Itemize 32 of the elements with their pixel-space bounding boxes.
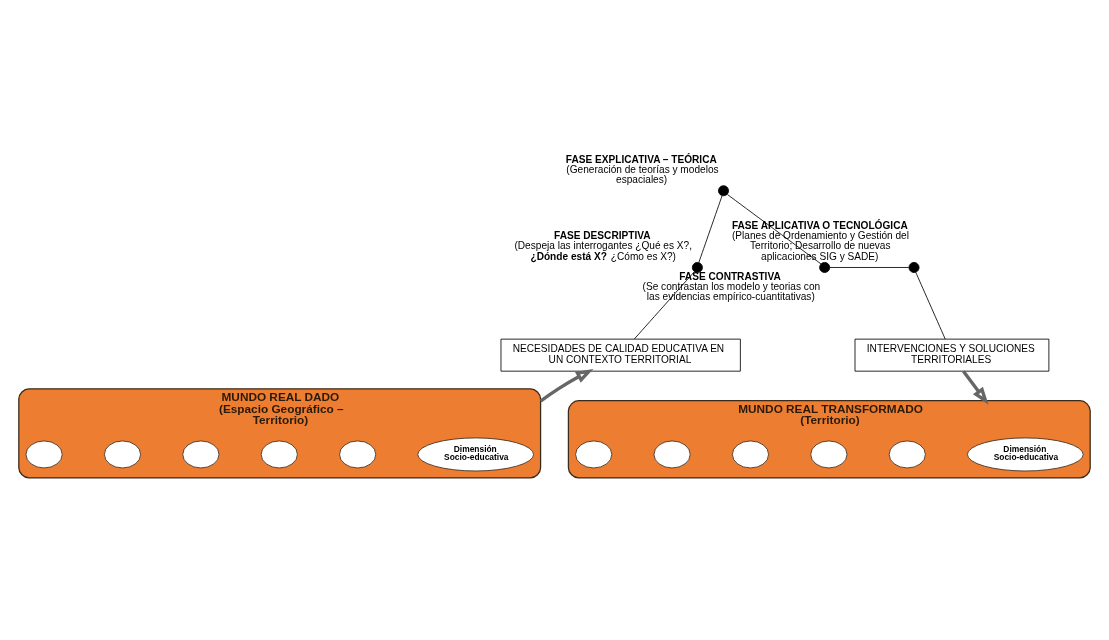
node-circle (260, 440, 298, 469)
node-label: FASE DESCRIPTIVA (554, 230, 651, 242)
node-circle (908, 262, 920, 273)
node-circle (575, 440, 613, 469)
node-circle (25, 440, 63, 469)
connector (726, 194, 822, 265)
arrow (962, 370, 989, 405)
connector (915, 271, 946, 340)
node-circle (103, 440, 142, 469)
node-label: FASE CONTRASTIVA (679, 270, 781, 282)
node-label: (Despeja las interrogantes ¿Qué es X?, ¿Dónde está X? ¿Cómo es X?) (514, 240, 693, 262)
node-circle (731, 440, 770, 469)
connector (634, 271, 695, 340)
node-circle (691, 262, 703, 273)
node-ellipse: Dimensión Socio-educativa (417, 437, 534, 472)
node-label: (Se contrastan los modelo y teorias con las evidencias empírico-cuantitativas) (642, 280, 821, 303)
connector (698, 195, 723, 263)
node-circle (182, 440, 220, 469)
node-label: (Generación de teorías y modelos espaciales) (566, 163, 719, 185)
node-circle (339, 440, 377, 469)
node-circle (888, 440, 926, 469)
node-box: NECESIDADES DE CALIDAD EDUCATIVA EN UN CONTEXTO TERRITORIAL (500, 338, 741, 372)
node-circle (810, 440, 848, 469)
node-label: (Planes de Ordenamiento y Gestión del Territorio; Desarrollo de nuevas aplicaciones SIG y SADE) (731, 230, 909, 262)
node-label: FASE EXPLICATIVA – TEÓRICA (565, 153, 717, 165)
arrow (539, 368, 594, 403)
node-circle (819, 262, 831, 273)
node-circle (718, 185, 729, 197)
node-circle (653, 440, 691, 469)
connector (829, 267, 910, 268)
node-ellipse: Dimensión Socio-educativa (966, 437, 1084, 472)
node-box: INTERVENCIONES Y SOLUCIONES TERRITORIALES (854, 338, 1050, 372)
